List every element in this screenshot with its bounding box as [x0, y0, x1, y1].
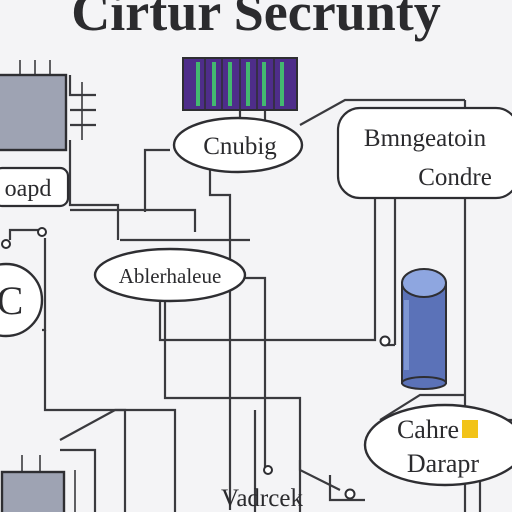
left-circle-label: C: [0, 278, 23, 323]
wire-top-bubble-left: [143, 148, 170, 212]
top-bubble: [172, 116, 304, 174]
chip-top-left: [0, 60, 83, 152]
junction-dot: [1, 239, 11, 249]
wire-left-circle: [42, 238, 47, 332]
bottom-label: Vadrcek: [221, 485, 303, 512]
junction-dot: [263, 465, 273, 475]
chip-body: [0, 73, 68, 152]
top-bubble-label: Cnubig: [203, 133, 277, 160]
junction-dot: [344, 488, 356, 500]
wire-bubble-right-box: [299, 98, 465, 126]
bottom-right-line2: Darapr: [407, 449, 480, 478]
wire-bottom-left-2: [59, 408, 177, 512]
chip-bottom-body: [0, 470, 66, 512]
right-box-line1: Bmngeatoin: [364, 125, 487, 152]
diagram-title: Cirtur Secrunty: [71, 0, 440, 42]
wire-bottom-h: [60, 448, 97, 512]
wire-top-bubble-down: [208, 168, 232, 510]
left-circle: [0, 262, 44, 338]
wire-bottom-left: [43, 330, 127, 512]
server-rack: [182, 57, 298, 111]
junctions: [1, 227, 391, 500]
wire-left-loop: [8, 228, 45, 240]
wire-chip-right: [68, 75, 96, 97]
bottom-right-line1: Cahre: [397, 415, 459, 444]
wire-right-box-left: [158, 160, 377, 342]
junction-dot: [379, 335, 391, 347]
wire-mid-right: [240, 276, 267, 470]
storage-cylinder: [401, 268, 447, 390]
mid-bubble-label: Ablerhaleue: [119, 264, 222, 288]
highlight-marker: [462, 420, 478, 438]
junction-dot: [37, 227, 47, 237]
wire-br-bottom: [328, 475, 365, 502]
left-tag-box: [0, 166, 70, 208]
right-box: [336, 106, 512, 200]
left-tag-label: oapd: [5, 176, 52, 202]
chip-bottom-left: [0, 455, 76, 512]
right-box-line2: Condre: [418, 164, 492, 191]
wire-left-tag-right: [70, 208, 197, 232]
wire-br-top: [379, 393, 465, 421]
wire-left-tag-down: [68, 140, 120, 240]
wire-mid-bottom: [163, 300, 341, 491]
mid-bubble: [93, 247, 247, 303]
